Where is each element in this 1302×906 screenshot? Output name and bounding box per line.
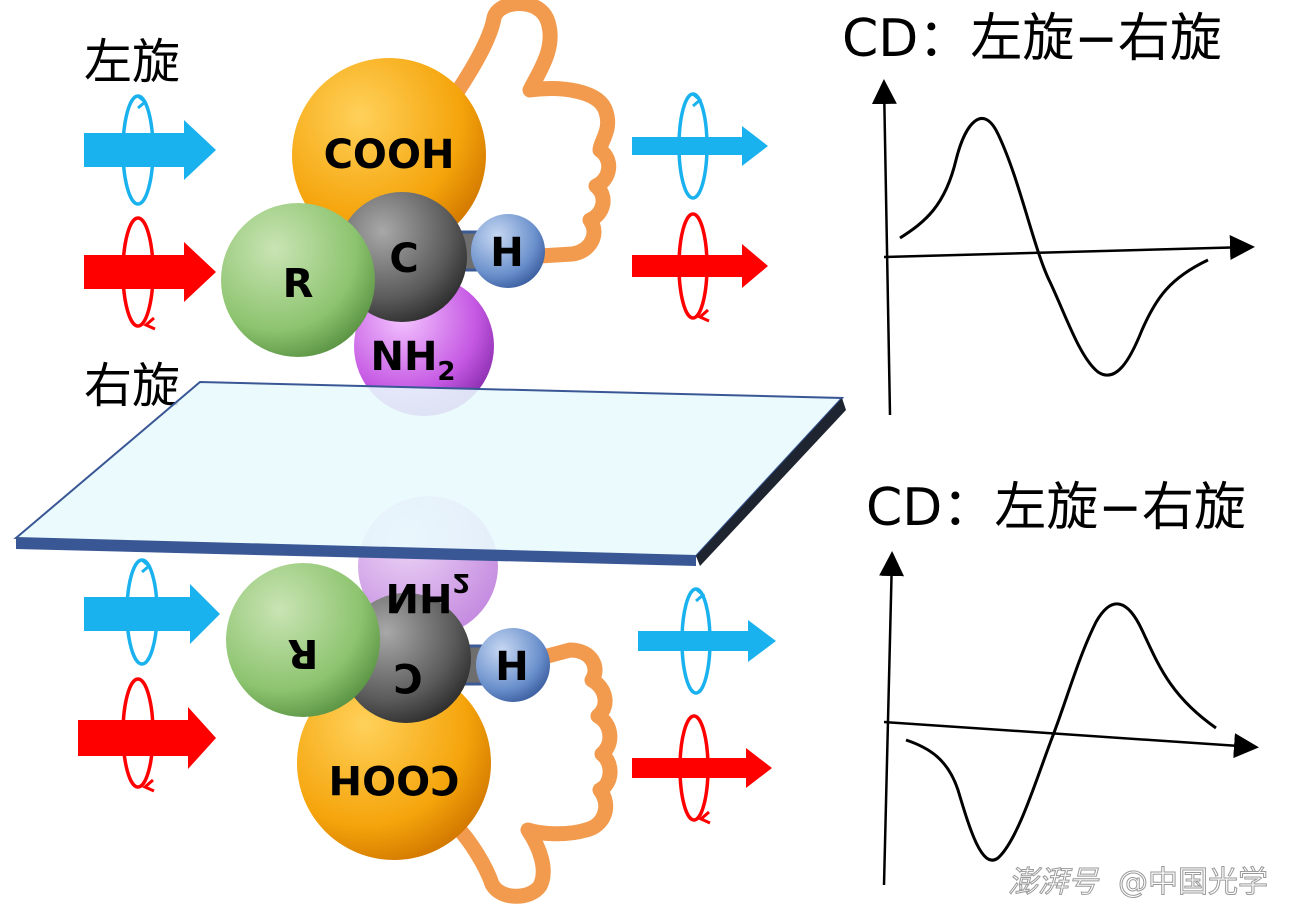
top-molecule: COOH R C H NH2 [221,58,545,416]
top-left-cyan-beam [84,94,216,206]
bottom-nh-text: NH [385,574,452,620]
bottom-nh2-label: NH2 [385,567,470,620]
cd-bottom-y-axis [879,551,905,886]
top-nh-text: NH [370,334,437,380]
cd-top-curve [899,117,1209,377]
top-nh2-subscript: 2 [437,357,455,387]
top-cooh-label: COOH [324,132,455,178]
cd-bottom-curve [905,602,1217,862]
top-right-red-beam [632,212,768,323]
cd-top-y-axis [871,79,897,416]
cd-plot-top: CD：左旋−右旋 [842,9,1255,416]
right-handed-label: 右旋 [84,358,180,414]
bottom-right-red-beam [632,714,772,825]
bottom-cooh-sphere [297,666,491,860]
bottom-h-sphere [476,628,550,702]
watermark-account: @中国光学 [1118,865,1268,900]
bottom-c-label: C [393,654,422,700]
top-h-label: H [490,230,523,276]
left-handed-label: 左旋 [84,34,180,90]
top-left-red-beam [84,216,216,331]
watermark-brand: 澎湃号 [1008,865,1100,900]
top-right-cyan-beam [632,92,768,200]
bottom-h-label: H [495,644,528,690]
top-r-sphere [221,203,375,357]
bottom-left-cyan-beam [84,558,220,666]
bottom-r-label: R [288,630,319,676]
bottom-left-red-beam [78,677,216,793]
cd-bottom-x-axis [883,720,1259,759]
bottom-cooh-label: COOH [329,756,460,802]
bottom-right-cyan-beam [638,587,776,695]
mirror-plane [13,380,846,566]
top-r-label: R [283,261,314,307]
top-c-label: C [389,236,418,282]
bottom-nh2-subscript: 2 [452,567,470,597]
cd-top-x-axis [883,235,1255,261]
top-nh2-label: NH2 [370,334,455,387]
cd-plot-bottom: CD：左旋−右旋 [866,478,1259,886]
bottom-thumb-hand [448,642,618,904]
watermark: 澎湃号 @中国光学 [1008,865,1269,901]
cd-bottom-title: CD：左旋−右旋 [866,478,1246,538]
top-thumb-hand [444,0,617,264]
top-h-sphere [471,214,545,288]
cd-top-title: CD：左旋−右旋 [842,9,1222,69]
bottom-molecule: COOH R C H NH2 [226,496,550,860]
bottom-r-sphere [226,563,380,717]
